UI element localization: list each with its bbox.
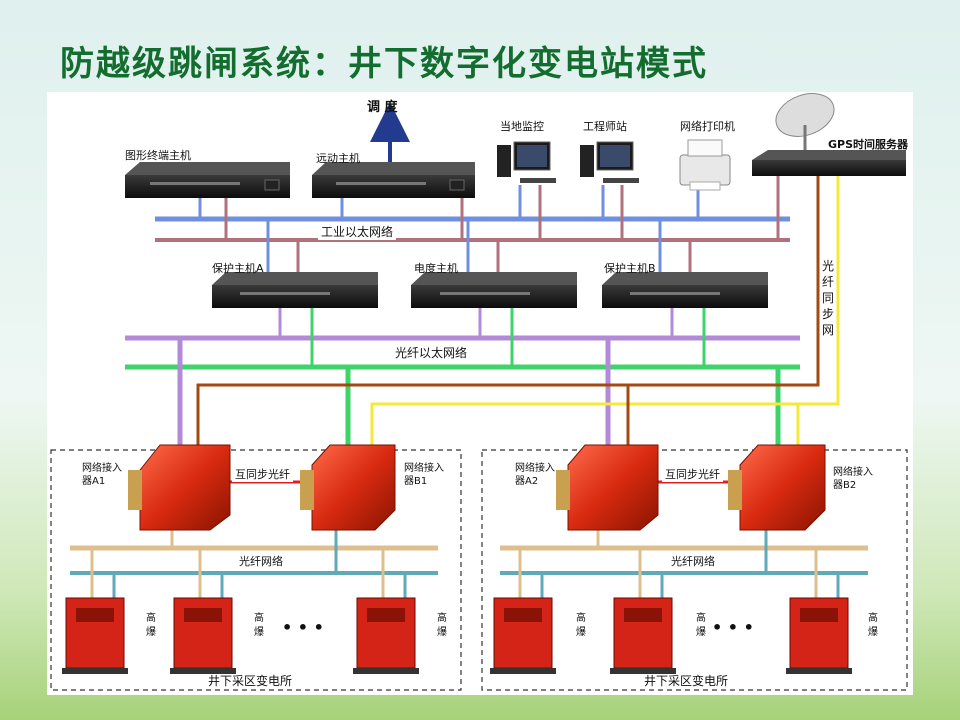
local-monitor-label: 当地监控	[500, 120, 544, 133]
substation-right-label: 井下采区变电所	[644, 674, 729, 688]
ellipsis-right: • • •	[712, 618, 754, 637]
explosion-label-5: 高爆	[696, 613, 706, 638]
power-host-label: 电度主机	[414, 262, 458, 275]
fiber-network-right-label: 光纤网络	[668, 553, 718, 569]
page-title: 防越级跳闸系统：井下数字化变电站模式	[60, 44, 708, 84]
explosion-switch-6	[786, 597, 852, 674]
substation-box-left	[50, 449, 462, 691]
industrial-ethernet-bus	[155, 216, 790, 242]
explosion-switch-3	[353, 597, 419, 674]
explosion-switch-2	[170, 597, 236, 674]
power-host	[411, 272, 577, 308]
explosion-label-3: 高爆	[437, 613, 447, 638]
industrial-ethernet-label: 工业以太网络	[318, 223, 397, 240]
access-a2-label: 网络接入器A2	[515, 463, 555, 487]
explosion-switch-4	[490, 597, 556, 674]
fiber-sync-label: 光纤同步网	[822, 258, 836, 338]
protection-host-a	[212, 272, 378, 308]
explosion-label-1: 高爆	[146, 613, 156, 638]
access-unit-b2	[728, 444, 826, 531]
explosion-switch-1	[62, 597, 128, 674]
access-b1-label: 网络接入器B1	[404, 463, 444, 487]
protection-b-label: 保护主机B	[604, 262, 656, 275]
substation-box-right	[481, 449, 908, 691]
dispatch-label: 调 度	[367, 100, 398, 115]
fiber-network-right	[500, 545, 868, 575]
access-unit-a2	[556, 444, 659, 531]
access-unit-b1	[300, 444, 396, 531]
gps-time-server	[752, 93, 906, 176]
substation-left-label: 井下采区变电所	[208, 674, 293, 688]
engineer-station-pc	[580, 141, 639, 183]
protection-host-b	[602, 272, 768, 308]
local-monitor-pc	[497, 141, 556, 183]
remote-host-label: 远动主机	[316, 152, 360, 165]
network-printer	[679, 139, 731, 191]
access-unit-a1	[128, 444, 231, 531]
mutual-sync-left-label: 互同步光纤	[232, 466, 293, 482]
access-b2-label: 网络接入器B2	[833, 467, 873, 491]
fiber-network-left-label: 光纤网络	[236, 553, 286, 569]
mutual-sync-right-label: 互同步光纤	[662, 466, 723, 482]
graphic-terminal-host	[125, 162, 290, 198]
ellipsis-left: • • •	[282, 618, 324, 637]
explosion-switch-5	[610, 597, 676, 674]
network-printer-label: 网络打印机	[680, 120, 735, 133]
fiber-network-left	[70, 545, 438, 575]
fiber-ethernet-label: 光纤以太网络	[392, 344, 471, 361]
access-a1-label: 网络接入器A1	[82, 463, 122, 487]
explosion-label-2: 高爆	[254, 613, 264, 638]
remote-host	[312, 162, 475, 198]
fiber-sync-lines	[196, 175, 840, 450]
gps-server-label: GPS时间服务器	[828, 138, 909, 151]
engineer-station-label: 工程师站	[583, 120, 627, 133]
graphic-terminal-label: 图形终端主机	[125, 149, 191, 162]
protection-a-label: 保护主机A	[212, 262, 264, 275]
fiber-ethernet-bus	[125, 335, 800, 370]
explosion-label-4: 高爆	[576, 613, 586, 638]
explosion-label-6: 高爆	[868, 613, 878, 638]
